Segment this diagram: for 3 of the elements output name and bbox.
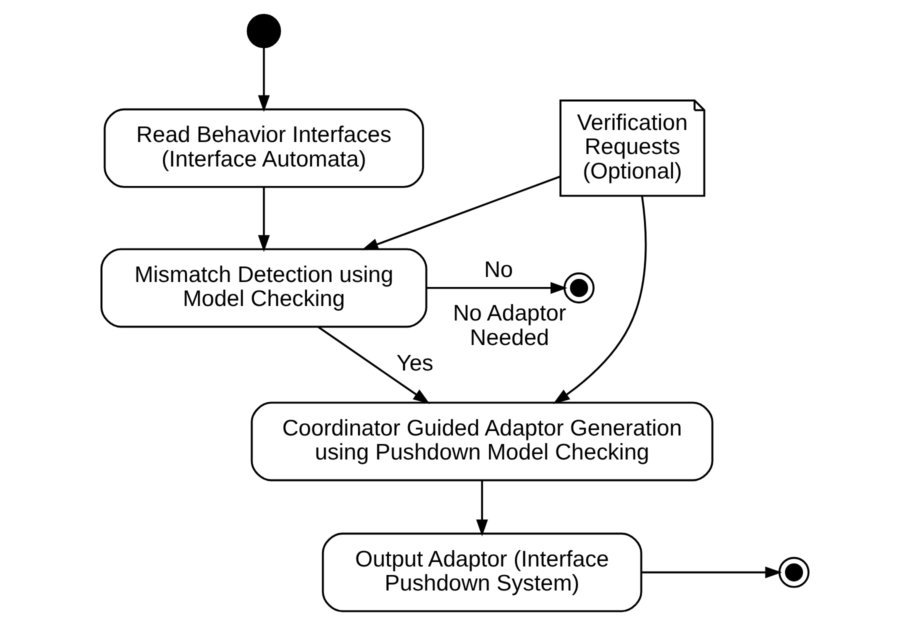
node-label: No Adaptor Needed (452, 300, 566, 350)
edge-label: Yes (396, 350, 433, 376)
edge-label: No (484, 256, 512, 282)
